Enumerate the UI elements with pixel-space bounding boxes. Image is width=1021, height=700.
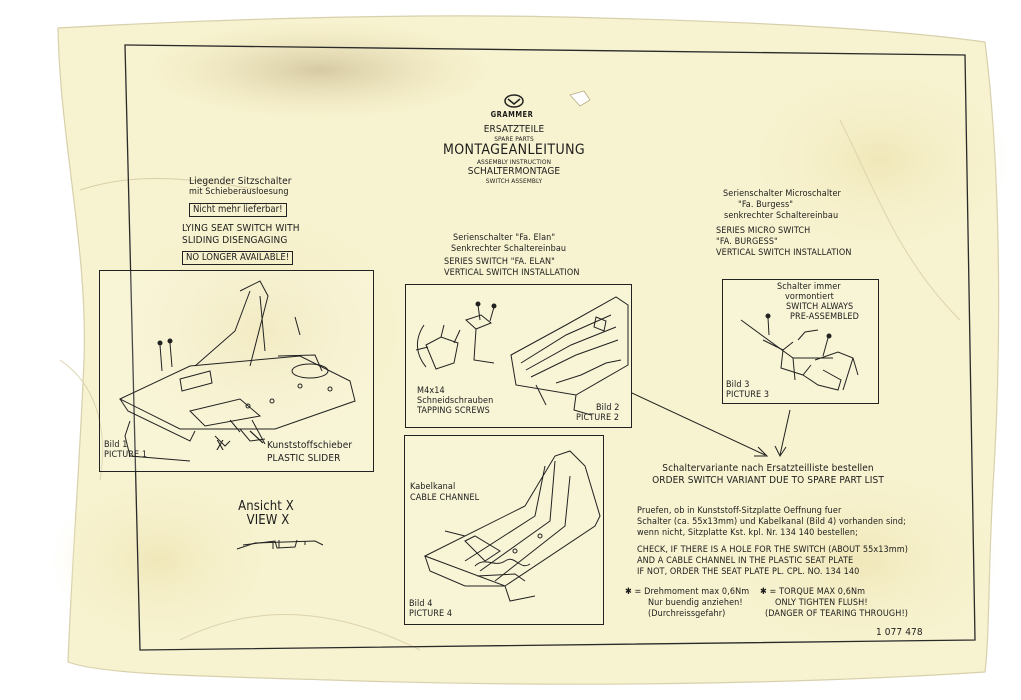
brand-name: GRAMMER — [490, 110, 534, 119]
check-hole-de-2: Schalter (ca. 55x13mm) und Kabelkanal (B… — [637, 517, 906, 527]
plastic-slider-callout-de: Kunststoffschieber — [267, 440, 353, 451]
switch-preassembled-de-2: vormontiert — [785, 292, 834, 302]
picture-2-frame — [405, 284, 632, 428]
check-hole-de-3: wenn nicht, Sitzplatte Kst. kpl. Nr. 134… — [637, 528, 858, 538]
lying-switch-de-2: mit Schieberausloesung — [189, 187, 289, 197]
plastic-slider-callout-en: PLASTIC SLIDER — [267, 453, 341, 464]
lying-switch-en-2: SLIDING DISENGAGING — [182, 235, 288, 246]
torque-note-de-2: Nur buendig anziehen! — [648, 598, 743, 608]
check-hole-de-1: Pruefen, ob in Kunststoff-Sitzplatte Oef… — [637, 506, 842, 516]
elan-switch-de-2: Senkrechter Schaltereinbau — [451, 244, 567, 254]
header-spare-parts-de: ERSATZTEILE — [483, 124, 545, 135]
burgess-switch-en-3: VERTICAL SWITCH INSTALLATION — [716, 248, 852, 258]
screw-size: M4x14 — [417, 386, 445, 396]
elan-switch-en-2: VERTICAL SWITCH INSTALLATION — [444, 268, 580, 278]
header-switch-assembly-en: SWITCH ASSEMBLY — [485, 177, 543, 185]
torque-note-en-2: ONLY TIGHTEN FLUSH! — [775, 598, 868, 608]
switch-preassembled-de-1: Schalter immer — [777, 282, 841, 292]
check-hole-en-3: IF NOT, ORDER THE SEAT PLATE PL. CPL. NO… — [637, 567, 860, 577]
cable-channel-callout-de: Kabelkanal — [410, 482, 456, 492]
picture-2-label-de: Bild 2 — [596, 403, 620, 413]
burgess-switch-en-1: SERIES MICRO SWITCH — [716, 226, 811, 236]
view-x-title-de: Ansicht X — [238, 499, 294, 514]
header-spare-parts-en: SPARE PARTS — [494, 135, 534, 143]
torque-note-en-3: (DANGER OF TEARING THROUGH!) — [765, 609, 909, 619]
tapping-screws-de: Schneidschrauben — [417, 396, 494, 406]
picture-3-label-en: PICTURE 3 — [726, 390, 770, 400]
lying-switch-en-1: LYING SEAT SWITCH WITH — [182, 223, 300, 234]
cable-channel-callout-en: CABLE CHANNEL — [410, 493, 480, 503]
picture-4-label-en: PICTURE 4 — [409, 609, 453, 619]
burgess-switch-de-3: senkrechter Schaltereinbau — [724, 211, 839, 221]
order-variant-de: Schaltervariante nach Ersatzteilliste be… — [662, 463, 874, 474]
document-number: 1 077 478 — [876, 627, 923, 638]
view-x-marker: X — [216, 439, 225, 454]
picture-1-label-en: PICTURE 1 — [104, 450, 148, 460]
picture-4-frame — [404, 435, 604, 625]
view-x-title-en: VIEW X — [246, 513, 290, 528]
burgess-switch-de-1: Serienschalter Microschalter — [723, 189, 841, 199]
picture-3-label-de: Bild 3 — [726, 380, 750, 390]
picture-3-drawing — [723, 280, 877, 402]
burgess-switch-en-2: "FA. BURGESS" — [716, 237, 778, 247]
switch-preassembled-en-2: PRE-ASSEMBLED — [790, 312, 859, 322]
torque-note-en-1: ✱ = TORQUE MAX 0,6Nm — [760, 587, 866, 597]
not-available-badge-de: Nicht mehr lieferbar! — [189, 203, 287, 217]
elan-switch-en-1: SERIES SWITCH "FA. ELAN" — [444, 257, 555, 267]
header-switch-assembly-de: SCHALTERMONTAGE — [467, 166, 561, 177]
grammer-logo-icon — [504, 94, 524, 108]
check-hole-en-2: AND A CABLE CHANNEL IN THE PLASTIC SEAT … — [637, 556, 854, 566]
header-assembly-instruction: ASSEMBLY INSTRUCTION — [476, 158, 552, 166]
picture-4-label-de: Bild 4 — [409, 599, 433, 609]
view-x-section-drawing — [236, 539, 324, 550]
switch-preassembled-en-1: SWITCH ALWAYS — [786, 302, 854, 312]
tapping-screws-en: TAPPING SCREWS — [417, 406, 490, 416]
picture-2-drawing — [406, 285, 630, 426]
picture-4-drawing — [405, 436, 602, 623]
order-variant-en: ORDER SWITCH VARIANT DUE TO SPARE PART L… — [652, 475, 884, 486]
picture-3-frame — [722, 279, 879, 404]
picture-1-label-de: Bild 1 — [104, 440, 128, 450]
elan-switch-de-1: Serienschalter "Fa. Elan" — [453, 233, 556, 243]
page-title: MONTAGEANLEITUNG — [442, 142, 586, 158]
torque-note-de-3: (Durchreissgefahr) — [648, 609, 726, 619]
lying-switch-de-1: Liegender Sitzschalter — [189, 176, 292, 187]
burgess-switch-de-2: "Fa. Burgess" — [738, 200, 794, 210]
picture-2-label-en: PICTURE 2 — [576, 413, 620, 423]
torque-note-de-1: ✱ = Drehmoment max 0,6Nm — [625, 587, 750, 597]
check-hole-en-1: CHECK, IF THERE IS A HOLE FOR THE SWITCH… — [637, 545, 908, 555]
not-available-badge-en: NO LONGER AVAILABLE! — [182, 251, 294, 265]
